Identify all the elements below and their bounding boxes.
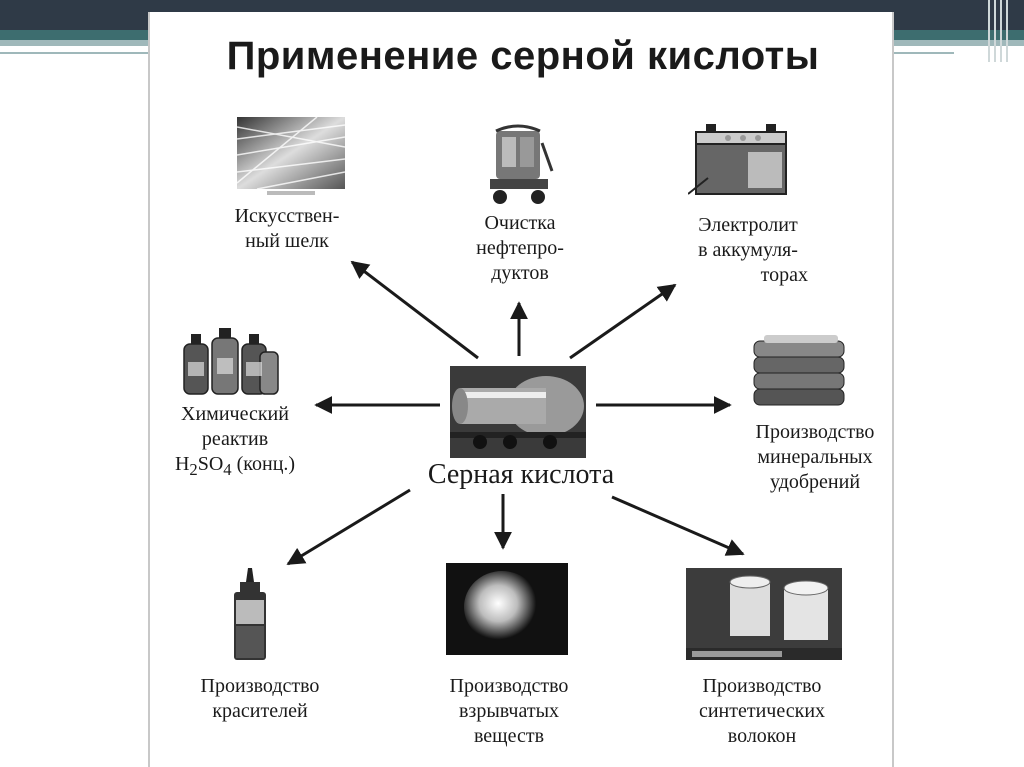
arrow-to-silk (350, 260, 479, 360)
silk-label: Искусствен-ный шелк (234, 205, 340, 252)
tank-car-image (450, 366, 586, 458)
explosion-image (446, 563, 568, 655)
reagent-label: Химический реактив H2SO4 (конц.) (150, 402, 320, 482)
fiber-spools-image (686, 568, 842, 660)
corner-lines (984, 0, 1024, 62)
arrow-to-fibers (611, 495, 745, 556)
oil-cleaning-image (490, 124, 554, 204)
fertilizer-bags-image (753, 335, 845, 406)
diagram-title: Применение серной кислоты (226, 34, 820, 78)
dye-bottle-image (234, 568, 266, 660)
deco-bar-left (0, 52, 148, 54)
arrow-to-dyes (286, 488, 411, 566)
deco-bar-right (894, 52, 954, 54)
silk-image (237, 117, 345, 195)
battery-image (688, 124, 787, 195)
center-label: Серная кислота (427, 459, 615, 490)
reagent-bottles-image (183, 328, 279, 395)
arrow-to-electrolyte (569, 283, 677, 360)
reagent-formula: H2SO4 (конц.) (174, 453, 296, 479)
